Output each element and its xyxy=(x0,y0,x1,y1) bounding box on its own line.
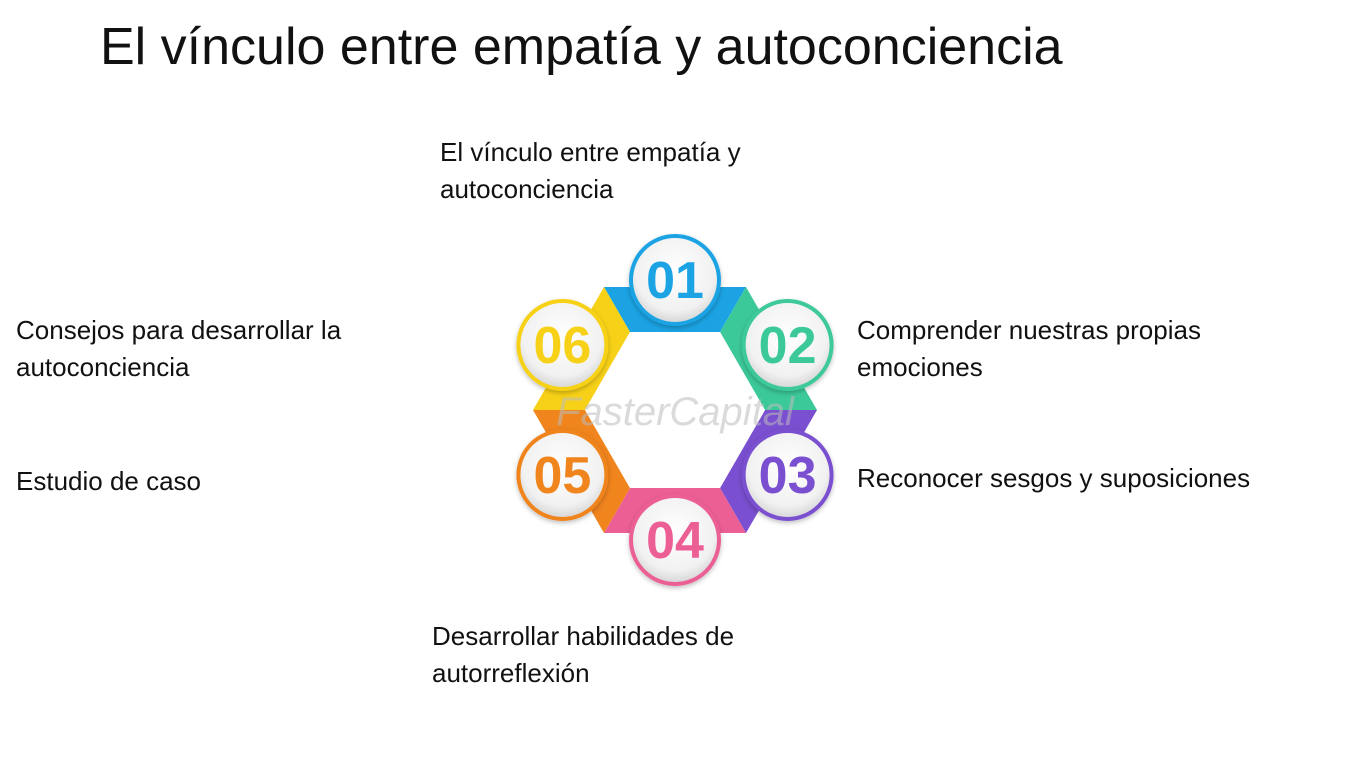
step-number: 02 xyxy=(759,317,817,375)
step-badge-circle xyxy=(516,429,609,521)
step-badge-06: 06 xyxy=(516,299,609,391)
step-badge-circle xyxy=(629,494,721,586)
step-badge-02: 02 xyxy=(741,299,834,391)
step-badge-circle xyxy=(741,299,834,391)
step-label-line: autorreflexión xyxy=(432,658,590,688)
step-label-line: Desarrollar habilidades de xyxy=(432,621,735,651)
step-label-01: El vínculo entre empatía y autoconcienci… xyxy=(440,134,820,208)
step-badge-circle xyxy=(516,299,609,391)
step-badge-circle xyxy=(629,234,721,326)
step-label-05: Estudio de caso xyxy=(16,463,316,500)
page-title: El vínculo entre empatía y autoconcienci… xyxy=(100,18,1063,76)
step-label-line: autoconciencia xyxy=(440,174,614,204)
step-number: 04 xyxy=(646,512,704,570)
step-label-04: Desarrollar habilidades de autorreflexió… xyxy=(432,618,832,692)
hexagon-cycle-diagram: FasterCapital 01 02 03 04 05 06 xyxy=(516,234,834,586)
step-label-02: Comprender nuestras propias emociones xyxy=(857,312,1277,386)
step-badge-circle xyxy=(741,429,834,521)
step-badge-05: 05 xyxy=(516,429,609,521)
step-badge-01: 01 xyxy=(629,234,721,326)
step-label-line: El vínculo entre empatía y xyxy=(440,137,741,167)
step-label-line: Consejos para desarrollar la xyxy=(16,315,342,345)
step-label-line: Comprender nuestras propias xyxy=(857,315,1201,345)
step-label-line: emociones xyxy=(857,352,983,382)
step-label-line: autoconciencia xyxy=(16,352,190,382)
step-number: 06 xyxy=(533,317,591,375)
watermark-text: FasterCapital xyxy=(556,390,795,434)
step-label-line: Reconocer sesgos y suposiciones xyxy=(857,463,1251,493)
step-label-line: Estudio de caso xyxy=(16,466,202,496)
step-badge-03: 03 xyxy=(741,429,834,521)
step-number: 03 xyxy=(759,447,817,505)
step-badge-04: 04 xyxy=(629,494,721,586)
step-label-06: Consejos para desarrollar la autoconcien… xyxy=(16,312,436,386)
step-number: 05 xyxy=(533,447,591,505)
step-label-03: Reconocer sesgos y suposiciones xyxy=(857,460,1327,497)
step-number: 01 xyxy=(646,252,704,310)
hexagon-center xyxy=(585,332,765,488)
step-badges: 01 02 03 04 05 06 xyxy=(516,234,834,586)
